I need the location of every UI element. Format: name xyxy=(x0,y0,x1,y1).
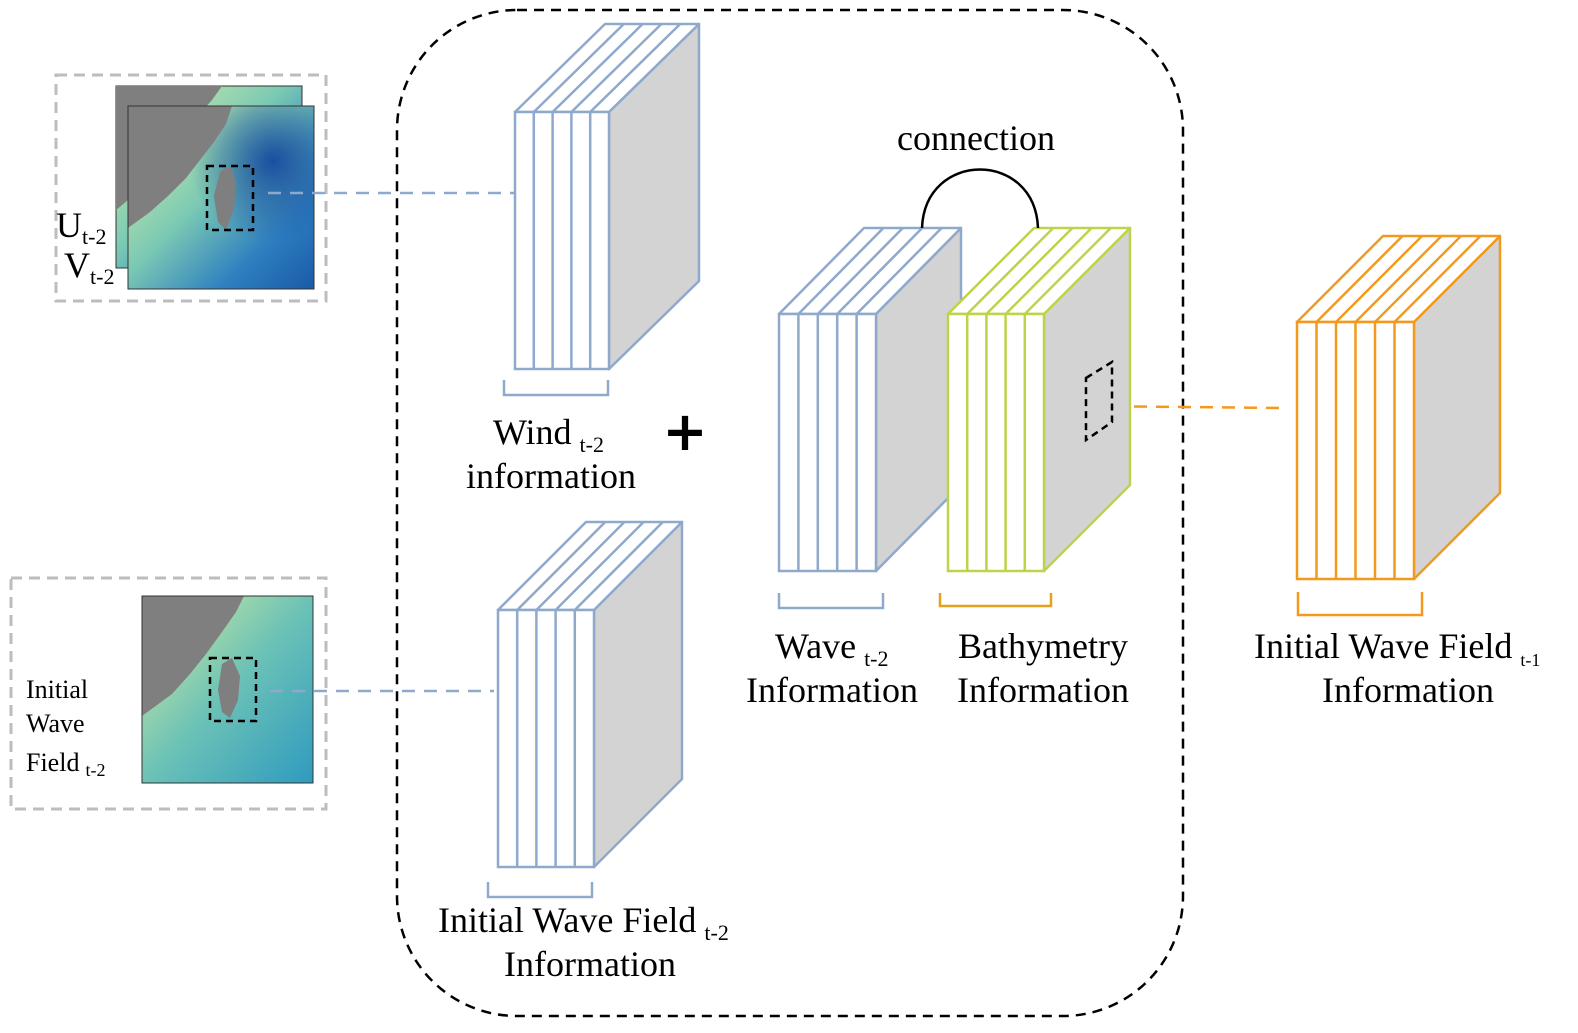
wind-input-panel: Ut-2 Vt-2 xyxy=(54,73,328,303)
wave-tensor-block xyxy=(777,226,963,573)
bathymetry-bracket xyxy=(938,593,1053,608)
wave-info-label-line2: Information xyxy=(746,670,918,710)
output-bracket xyxy=(1296,592,1424,617)
wind-bracket xyxy=(502,380,610,397)
output-tensor-block xyxy=(1295,234,1502,581)
bathymetry-region-marker xyxy=(1084,359,1114,443)
wave-region-of-interest xyxy=(208,656,258,723)
processing-module-boundary xyxy=(395,8,1185,1018)
bathymetry-info-label-line2: Information xyxy=(957,670,1129,710)
bathymetry-info-label-line1: Bathymetry xyxy=(958,626,1128,666)
tensor-blocks xyxy=(496,22,1502,869)
wind-tensor-block xyxy=(513,22,701,371)
wind-u-label: Ut-2 xyxy=(56,205,106,249)
wind-input-dashed-frame xyxy=(54,73,328,303)
wind-u-map xyxy=(127,105,315,290)
connection-label: connection xyxy=(897,118,1055,158)
connection-arc xyxy=(920,168,1040,229)
init-wave-bracket xyxy=(486,882,594,899)
init-wave-info-label-line2: Information xyxy=(504,944,676,984)
output-info-label-line2: Information xyxy=(1322,670,1494,710)
wave-input-label-line2: Wave xyxy=(26,709,85,738)
wave-field-map xyxy=(141,595,314,784)
init-wave-tensor-block xyxy=(496,520,684,869)
wave-input-label-line1: Initial xyxy=(26,675,88,704)
wind-info-label-line2: information xyxy=(466,456,636,496)
wind-v-label: Vt-2 xyxy=(64,245,114,289)
bathymetry-tensor-block xyxy=(946,226,1132,573)
wave-input-dashed-frame xyxy=(9,576,328,811)
wave-bracket xyxy=(777,593,885,610)
wind-region-of-interest xyxy=(205,164,255,232)
plus-sign: + xyxy=(662,400,707,463)
